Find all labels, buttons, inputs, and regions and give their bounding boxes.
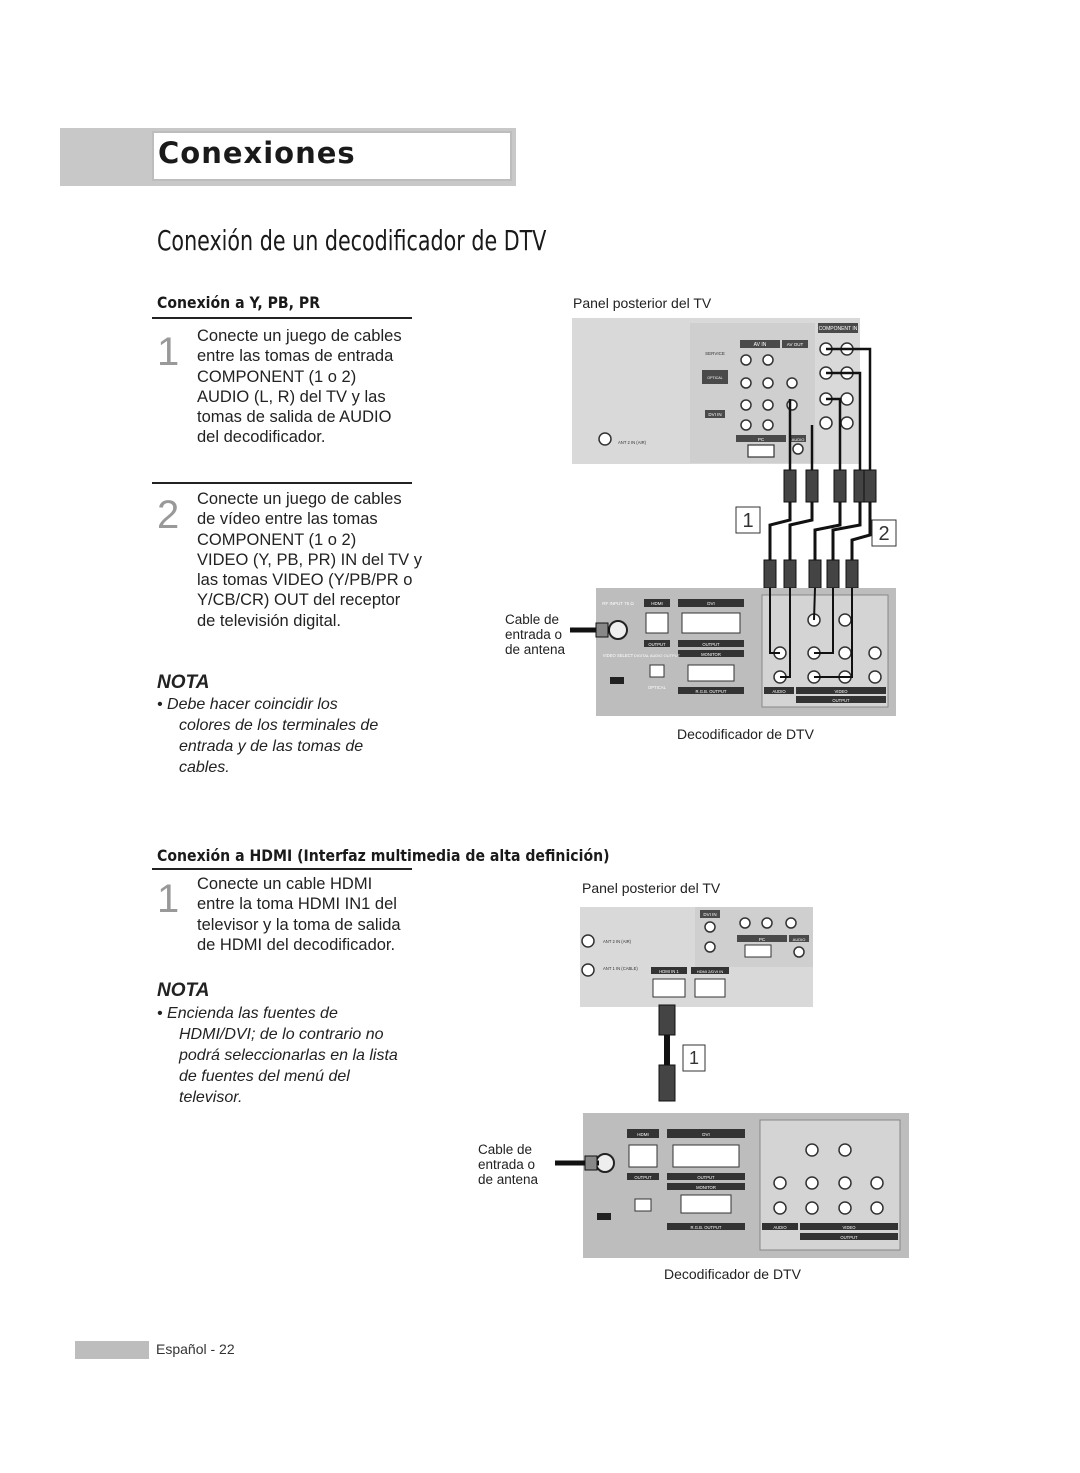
svg-text:VIDEO: VIDEO xyxy=(834,689,848,694)
svg-text:DIGITAL AUDIO OUTPUT: DIGITAL AUDIO OUTPUT xyxy=(634,653,681,658)
svg-text:ANT 2 IN (AIR): ANT 2 IN (AIR) xyxy=(618,440,647,445)
svg-text:OUTPUT: OUTPUT xyxy=(702,642,720,647)
note1-text: • Debe hacer coincidir los colores de lo… xyxy=(157,696,379,776)
footer-bar xyxy=(75,1341,149,1359)
callout-1: 1 xyxy=(742,510,753,532)
svg-text:R.G.B. OUTPUT: R.G.B. OUTPUT xyxy=(691,1225,722,1230)
step2-number: 2 xyxy=(157,493,180,537)
svg-text:OUTPUT: OUTPUT xyxy=(648,642,666,647)
callout-2: 2 xyxy=(878,523,889,545)
svg-text:AUDIO: AUDIO xyxy=(773,1225,787,1230)
svg-text:OPTICAL: OPTICAL xyxy=(648,685,667,690)
page-title: Conexión de un decodificador de DTV xyxy=(157,224,547,257)
svg-text:PC: PC xyxy=(758,437,765,442)
diagram2-decoder-caption: Decodificador de DTV xyxy=(664,1266,801,1282)
svg-text:MONITOR: MONITOR xyxy=(701,652,721,657)
svg-text:HDMI 2/DVI IN: HDMI 2/DVI IN xyxy=(697,969,724,974)
section-header-title: Conexiones xyxy=(158,136,356,170)
diagram1-decoder-caption: Decodificador de DTV xyxy=(677,726,814,742)
svg-text:R.G.B. OUTPUT: R.G.B. OUTPUT xyxy=(696,689,727,694)
svg-text:HDMI: HDMI xyxy=(651,601,663,606)
section1-title: Conexión a Y, PB, PR xyxy=(157,293,321,312)
svg-text:HDMI: HDMI xyxy=(637,1132,649,1137)
diagram1-component-connection: COMPONENT IN AV IN AV OUT SERVICE OPTICA… xyxy=(570,318,897,716)
note2-heading: NOTA xyxy=(157,980,210,1001)
tv-label-component: COMPONENT IN xyxy=(819,326,858,332)
svg-text:OUTPUT: OUTPUT xyxy=(697,1175,715,1180)
svg-text:ANT 2 IN (AIR): ANT 2 IN (AIR) xyxy=(603,939,632,944)
note1-heading: NOTA xyxy=(157,672,210,693)
svg-text:VIDEO SELECT: VIDEO SELECT xyxy=(603,653,634,658)
svg-text:AV IN: AV IN xyxy=(754,342,767,348)
diagram2-tv-caption: Panel posterior del TV xyxy=(582,880,721,896)
note2-text: • Encienda las fuentes de HDMI/DVI; de l… xyxy=(157,1005,398,1106)
svg-text:DVI IN: DVI IN xyxy=(703,912,716,917)
svg-text:DVI: DVI xyxy=(702,1132,710,1137)
page-number: Español - 22 xyxy=(156,1341,235,1357)
svg-text:AUDIO: AUDIO xyxy=(772,689,786,694)
svg-text:DVI IN: DVI IN xyxy=(708,412,721,417)
svg-text:HDMI IN 1: HDMI IN 1 xyxy=(659,969,679,974)
svg-text:OPTICAL: OPTICAL xyxy=(707,376,722,380)
svg-text:ANT 1 IN (CABLE): ANT 1 IN (CABLE) xyxy=(603,966,638,971)
svg-text:DVI: DVI xyxy=(707,601,715,606)
step1-number: 1 xyxy=(157,330,180,374)
svg-text:RF INPUT 75 Ω: RF INPUT 75 Ω xyxy=(602,601,634,606)
svg-text:OUTPUT: OUTPUT xyxy=(634,1175,652,1180)
svg-text:OUTPUT: OUTPUT xyxy=(840,1235,858,1240)
svg-text:PC: PC xyxy=(759,937,766,942)
svg-text:OUTPUT: OUTPUT xyxy=(832,698,850,703)
svg-text:AUDIO: AUDIO xyxy=(792,437,805,442)
svg-text:AV OUT: AV OUT xyxy=(787,342,804,347)
diagram2-hdmi-connection: DVI IN PC AUDIO ANT 2 IN (AIR) ANT 1 IN … xyxy=(555,907,909,1258)
svg-text:VIDEO: VIDEO xyxy=(842,1225,856,1230)
callout-hdmi-1: 1 xyxy=(689,1048,699,1068)
section2-rule xyxy=(152,868,412,870)
section2-title: Conexión a HDMI (Interfaz multimedia de … xyxy=(157,846,610,865)
hdmi-step1-number: 1 xyxy=(157,877,180,921)
svg-text:AUDIO: AUDIO xyxy=(793,937,806,942)
svg-text:SERVICE: SERVICE xyxy=(705,351,725,356)
svg-text:MONITOR: MONITOR xyxy=(696,1185,716,1190)
header-box xyxy=(152,131,512,181)
step2-rule xyxy=(152,482,412,484)
diagram1-tv-caption: Panel posterior del TV xyxy=(573,295,712,311)
section1-rule xyxy=(152,317,412,319)
